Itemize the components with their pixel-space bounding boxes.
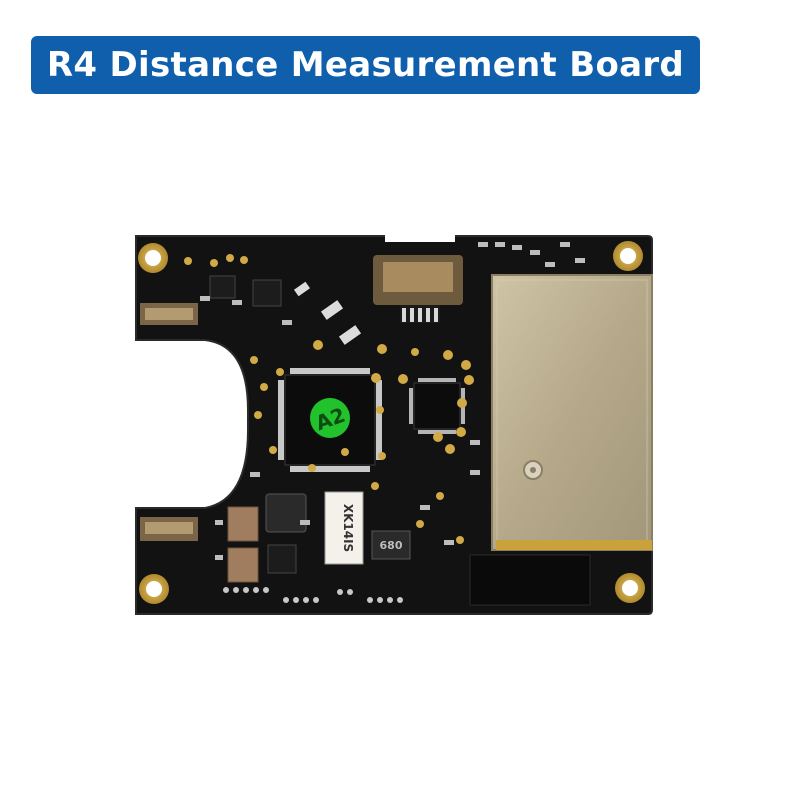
mcu-sticker: A2 — [310, 398, 350, 438]
svg-text:XK14IS: XK14IS — [341, 504, 355, 552]
connector-icon — [140, 303, 198, 325]
small-inductor: 680 — [371, 530, 411, 560]
mounting-hole-icon — [615, 573, 645, 603]
small-ic — [252, 279, 282, 307]
inductor — [265, 493, 307, 533]
connector-icon — [140, 517, 198, 541]
small-ic — [267, 544, 297, 574]
mounting-hole-icon — [139, 574, 169, 604]
connector-icon — [373, 255, 463, 323]
vias — [184, 254, 474, 544]
capacitor: XK14IS — [324, 491, 364, 565]
rf-shield — [491, 274, 653, 551]
mounting-hole-icon — [613, 241, 643, 271]
bottom-module — [469, 554, 591, 606]
page-title: R4 Distance Measurement Board — [46, 45, 685, 85]
tantalum-capacitor — [227, 506, 259, 542]
smd-parts — [200, 242, 585, 560]
secondary-chip — [409, 378, 465, 434]
mcu-chip — [278, 368, 382, 472]
title-banner: R4 Distance Measurement Board — [31, 36, 700, 94]
mounting-hole-icon — [138, 243, 168, 273]
diagonal-chips — [293, 281, 362, 345]
svg-text:680: 680 — [380, 539, 403, 552]
top-notch — [385, 232, 455, 242]
tantalum-capacitor — [227, 547, 259, 583]
bottom-pad-row — [223, 587, 403, 603]
small-ic — [209, 275, 236, 299]
